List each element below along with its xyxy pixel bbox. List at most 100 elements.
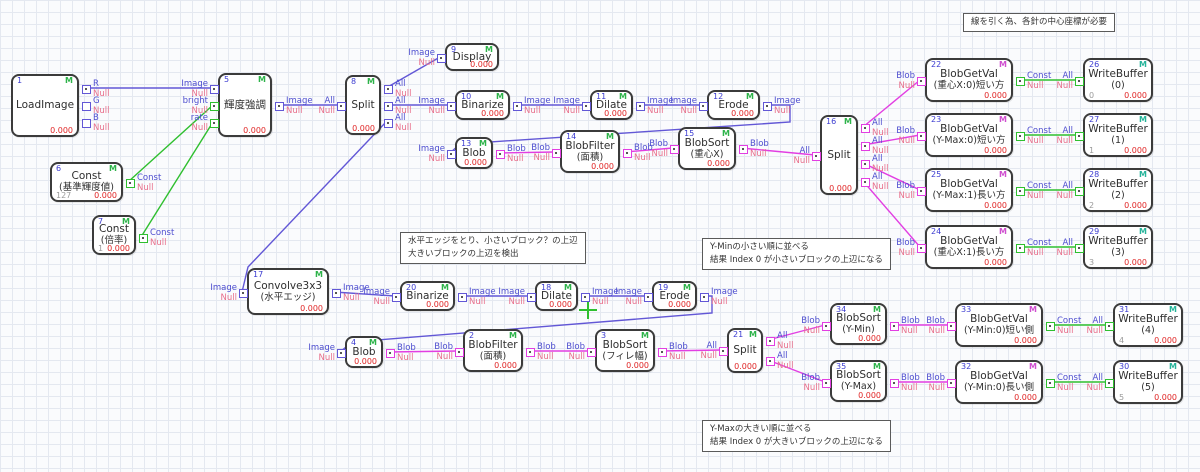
input-port-image-node5[interactable] — [210, 85, 219, 94]
input-port-blob-node2[interactable] — [455, 348, 464, 357]
input-port-blob-node24[interactable] — [917, 244, 926, 253]
input-port-blob-node3[interactable] — [587, 348, 596, 357]
output-port-image-node19[interactable] — [700, 293, 709, 302]
output-port-const-node24[interactable] — [1016, 244, 1025, 253]
annotation-ymax-sort[interactable]: Y-Maxの大きい順に並べる 結果 Index 0 が大きいブロックの上辺になる — [702, 420, 891, 452]
output-port-all-node21[interactable] — [766, 357, 775, 366]
input-port-all-node28[interactable] — [1075, 187, 1084, 196]
input-port-all-node16[interactable] — [812, 152, 821, 161]
output-port-const-node23[interactable] — [1016, 132, 1025, 141]
output-port-all-node16[interactable] — [861, 160, 870, 169]
input-port-all-node21[interactable] — [719, 347, 728, 356]
output-port-const-node25[interactable] — [1016, 187, 1025, 196]
input-port-blob-node35[interactable] — [822, 379, 831, 388]
annotation-horizontal-edge[interactable]: 水平エッジをとり、小さいブロック？の上辺 大きいブロックの上辺を検出 — [400, 232, 586, 264]
annotation-need-centers[interactable]: 線を引く為、各針の中心座標が必要 — [963, 13, 1116, 32]
input-port-blob-node15[interactable] — [670, 145, 679, 154]
input-port-image-node20[interactable] — [392, 293, 401, 302]
output-port-image-node10[interactable] — [513, 102, 522, 111]
output-port-image-node5[interactable] — [275, 102, 284, 111]
output-port-image-node11[interactable] — [636, 102, 645, 111]
annotation-ymin-sort[interactable]: Y-Minの小さい順に並べる 結果 Index 0 が小さいブロックの上辺になる — [702, 238, 891, 270]
input-port-all-node31[interactable] — [1105, 322, 1114, 331]
output-port-blob-node3[interactable] — [658, 348, 667, 357]
output-port-blob-node15[interactable] — [739, 145, 748, 154]
input-port-blob-node33[interactable] — [947, 322, 956, 331]
output-port-all-node16[interactable] — [861, 124, 870, 133]
output-port-const-node33[interactable] — [1046, 322, 1055, 331]
output-port-image-node18[interactable] — [581, 293, 590, 302]
output-port-r-node1[interactable] — [82, 85, 91, 94]
output-port-all-node8[interactable] — [384, 119, 393, 128]
output-port-all-node8[interactable] — [384, 102, 393, 111]
output-port-all-node16[interactable] — [861, 142, 870, 151]
input-port-all-node30[interactable] — [1105, 379, 1114, 388]
output-port-blob-node34[interactable] — [890, 322, 899, 331]
input-port-image-node11[interactable] — [582, 102, 591, 111]
input-port-blob-node22[interactable] — [917, 77, 926, 86]
output-port-blob-node4[interactable] — [386, 349, 395, 358]
output-port-const-node32[interactable] — [1046, 379, 1055, 388]
output-port-const-node7[interactable] — [139, 234, 148, 243]
input-port-image-node4[interactable] — [337, 349, 346, 358]
output-port-const-node22[interactable] — [1016, 77, 1025, 86]
output-port-const-node6[interactable] — [126, 179, 135, 188]
input-port-blob-node32[interactable] — [947, 379, 956, 388]
input-port-rate-node5[interactable] — [210, 119, 219, 128]
output-port-g-node1[interactable] — [82, 102, 91, 111]
input-port-image-node19[interactable] — [644, 293, 653, 302]
input-port-all-node29[interactable] — [1075, 244, 1084, 253]
output-port-image-node17[interactable] — [332, 289, 341, 298]
input-port-bright-node5[interactable] — [210, 102, 219, 111]
input-port-image-node9[interactable] — [437, 54, 446, 63]
output-port-all-node16[interactable] — [861, 178, 870, 187]
output-port-all-node21[interactable] — [766, 337, 775, 346]
input-port-image-node10[interactable] — [447, 102, 456, 111]
input-port-all-node8[interactable] — [337, 102, 346, 111]
input-port-image-node18[interactable] — [527, 293, 536, 302]
output-port-image-node12[interactable] — [763, 102, 772, 111]
output-port-blob-node35[interactable] — [890, 379, 899, 388]
input-port-image-node13[interactable] — [447, 150, 456, 159]
input-port-image-node17[interactable] — [239, 289, 248, 298]
output-port-blob-node2[interactable] — [526, 348, 535, 357]
output-port-blob-node13[interactable] — [496, 150, 505, 159]
output-port-b-node1[interactable] — [82, 119, 91, 128]
input-port-all-node26[interactable] — [1075, 77, 1084, 86]
input-port-blob-node14[interactable] — [552, 149, 561, 158]
